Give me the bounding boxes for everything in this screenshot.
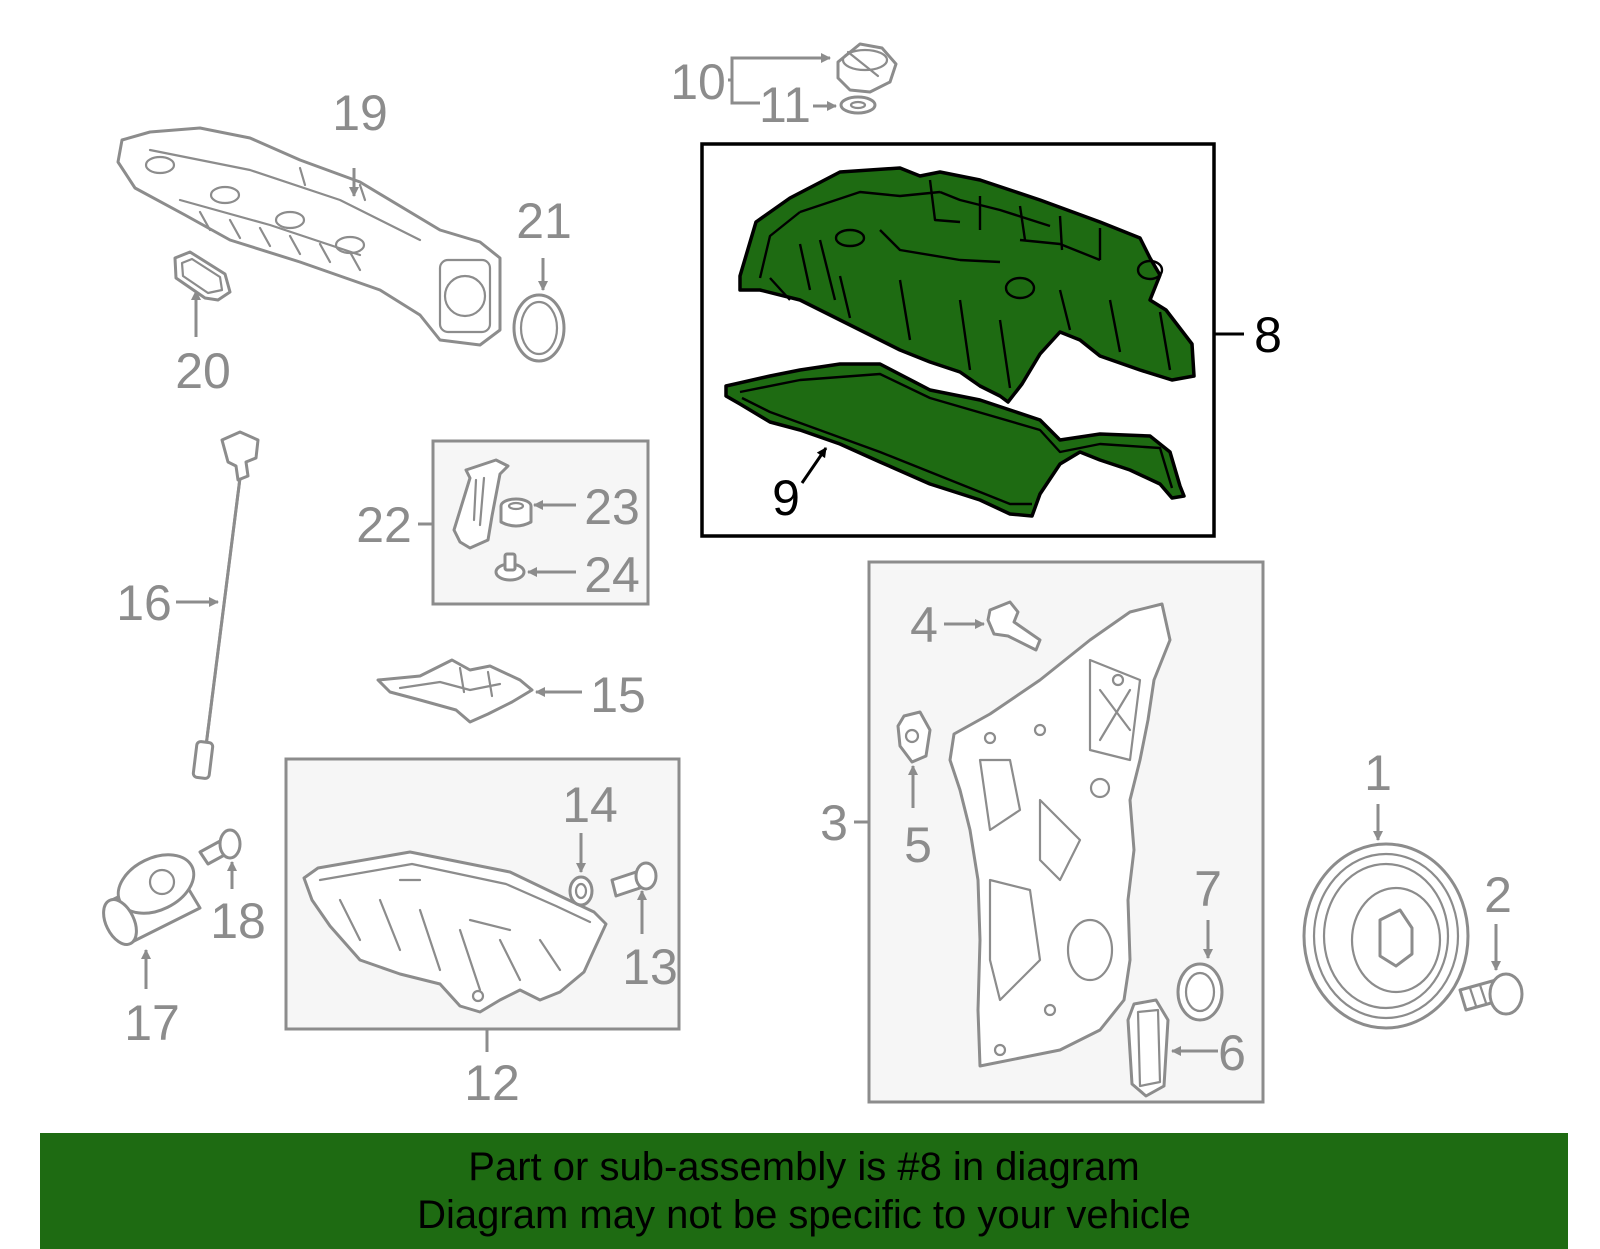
crankshaft-pulley[interactable] [1302, 842, 1470, 1030]
oil-filter[interactable] [97, 843, 203, 950]
bushing[interactable] [499, 497, 533, 528]
callout-17: 17 [124, 995, 180, 1051]
timing-cover[interactable] [948, 602, 1172, 1068]
callout-7: 7 [1194, 861, 1222, 917]
callout-22: 22 [356, 497, 412, 553]
throttle-body-seal[interactable] [512, 293, 566, 363]
filler-cap-seal[interactable] [839, 95, 877, 115]
callout-11: 11 [759, 77, 811, 133]
callout-14: 14 [562, 777, 618, 833]
stud[interactable] [494, 552, 526, 582]
valve-cover[interactable] [738, 166, 1196, 404]
info-banner: Part or sub-assembly is #8 in diagram Di… [40, 1133, 1568, 1249]
callout-10: 10 [670, 54, 726, 110]
crank-seal[interactable] [1176, 962, 1224, 1022]
callout-23: 23 [584, 479, 640, 535]
callout-19: 19 [332, 85, 388, 141]
callout-4: 4 [910, 597, 938, 653]
sensor-gasket[interactable] [896, 710, 932, 764]
intake-manifold[interactable] [116, 126, 502, 347]
drain-plug[interactable] [610, 861, 658, 898]
callout-18: 18 [210, 893, 266, 949]
valve-cover-gasket[interactable] [724, 362, 1186, 518]
dipstick[interactable] [191, 430, 260, 780]
callout-13: 13 [622, 939, 678, 995]
callout-9: 9 [772, 470, 800, 526]
callout-12: 12 [464, 1055, 520, 1111]
filter-adapter-bolt[interactable] [198, 828, 242, 866]
drain-plug-washer[interactable] [568, 875, 594, 907]
oil-pan[interactable] [302, 850, 608, 1014]
callout-24: 24 [584, 547, 640, 603]
access-cover[interactable] [1126, 998, 1170, 1098]
pulley-bolt[interactable] [1458, 972, 1524, 1016]
timing-sensor[interactable] [986, 600, 1042, 652]
callout-8: 8 [1254, 307, 1282, 363]
callout-5: 5 [904, 817, 932, 873]
callout-3: 3 [820, 795, 848, 851]
callout-1: 1 [1364, 745, 1392, 801]
callout-6: 6 [1218, 1025, 1246, 1081]
callout-21: 21 [516, 193, 572, 249]
callout-16: 16 [116, 575, 172, 631]
callout-2: 2 [1484, 867, 1512, 923]
oil-baffle[interactable] [376, 658, 534, 724]
intake-gasket[interactable] [173, 250, 232, 302]
callout-20: 20 [175, 343, 231, 399]
banner-line-2: Diagram may not be specific to your vehi… [417, 1193, 1191, 1237]
callout-15: 15 [590, 667, 646, 723]
oil-filler-cap[interactable] [836, 42, 898, 94]
banner-line-1: Part or sub-assembly is #8 in diagram [468, 1145, 1140, 1189]
